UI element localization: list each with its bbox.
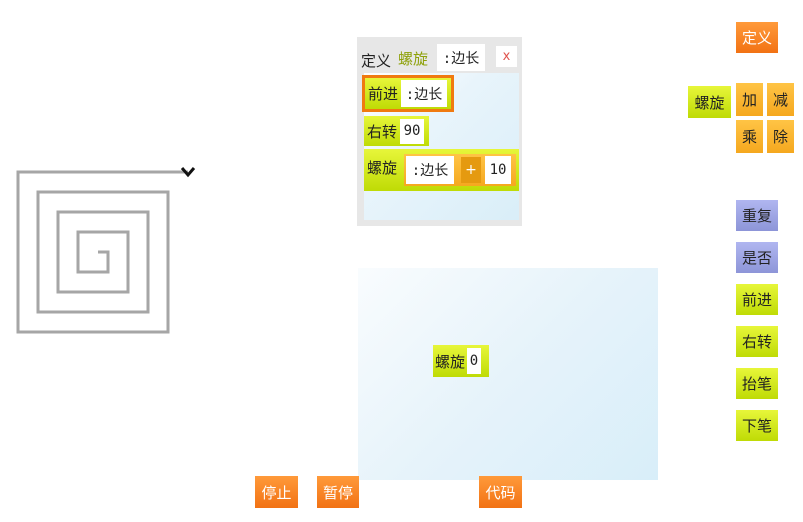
plus-operator[interactable]: + xyxy=(461,157,481,183)
palette-spiral-button[interactable]: 螺旋 xyxy=(688,86,731,118)
right-turn-arg-field[interactable]: 90 xyxy=(400,118,425,144)
turtle-canvas xyxy=(16,170,188,334)
forward-arg-field[interactable]: :边长 xyxy=(401,80,448,107)
chevron-down-icon xyxy=(180,167,196,178)
forward-button[interactable]: 前进 xyxy=(736,284,778,315)
define-keyword: 定义 xyxy=(361,52,392,70)
forward-block[interactable]: 前进 :边长 xyxy=(362,75,454,112)
right-turn-block-label: 右转 xyxy=(367,122,398,141)
expression-left-field[interactable]: :边长 xyxy=(406,156,454,184)
stop-button[interactable]: 停止 xyxy=(255,476,298,508)
add-button[interactable]: 加 xyxy=(736,83,763,116)
stage-spiral-call-label: 螺旋 xyxy=(435,352,466,371)
divide-button[interactable]: 除 xyxy=(767,120,794,153)
spiral-call-block-label: 螺旋 xyxy=(367,159,398,177)
pause-button[interactable]: 暂停 xyxy=(317,476,359,508)
multiply-button[interactable]: 乘 xyxy=(736,120,763,153)
define-button[interactable]: 定义 xyxy=(736,22,778,53)
pen-down-button[interactable]: 下笔 xyxy=(736,410,778,441)
forward-block-label: 前进 xyxy=(368,85,399,103)
pen-up-button[interactable]: 抬笔 xyxy=(736,368,778,399)
program-stage[interactable] xyxy=(358,268,658,480)
code-button[interactable]: 代码 xyxy=(479,476,522,508)
subtract-button[interactable]: 减 xyxy=(767,83,794,116)
procedure-param-field[interactable]: :边长 xyxy=(437,44,485,71)
stage-spiral-arg-field[interactable]: 0 xyxy=(467,348,482,374)
stage-spiral-call-block[interactable]: 螺旋 0 xyxy=(433,345,489,377)
spiral-path xyxy=(16,170,188,334)
right-turn-block[interactable]: 右转 90 xyxy=(364,116,429,146)
if-else-button[interactable]: 是否 xyxy=(736,242,778,273)
repeat-button[interactable]: 重复 xyxy=(736,200,778,231)
add-expression-block[interactable]: :边长 + 10 xyxy=(404,154,516,186)
right-turn-button[interactable]: 右转 xyxy=(736,326,778,357)
procedure-name[interactable]: 螺旋 xyxy=(398,50,429,68)
close-icon: x xyxy=(502,49,511,64)
expression-right-field[interactable]: 10 xyxy=(485,156,511,184)
close-button[interactable]: x xyxy=(496,46,517,67)
